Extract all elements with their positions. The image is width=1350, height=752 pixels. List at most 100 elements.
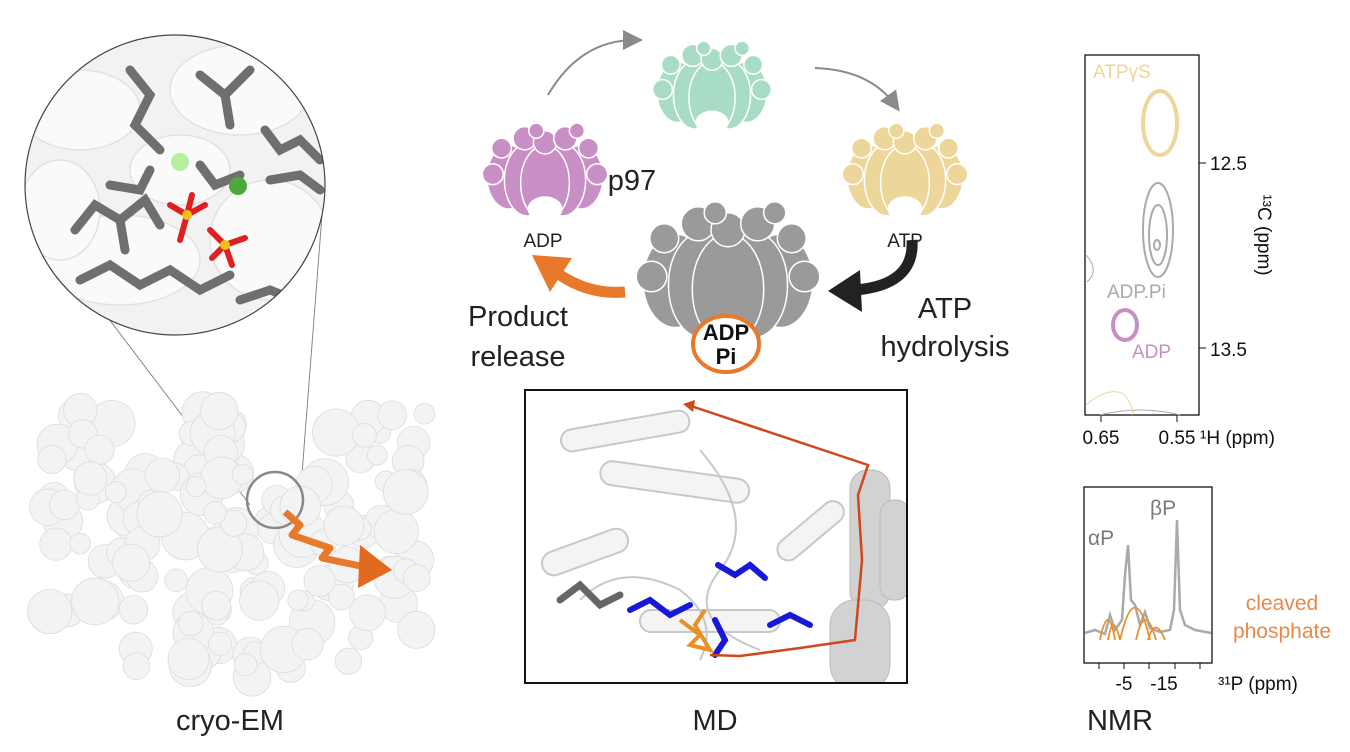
adp-pi-site bbox=[691, 314, 761, 374]
adp-state-label: ADP bbox=[523, 231, 562, 252]
release-label-line1: Product bbox=[468, 301, 568, 333]
adp-sticks bbox=[556, 580, 624, 610]
density-blob bbox=[37, 444, 67, 474]
density-blob bbox=[323, 505, 364, 546]
density-blob bbox=[118, 595, 149, 625]
density-blob bbox=[136, 491, 183, 538]
nmr-2d-spectrum: ATPγS ADP.Pi ADP 12.5 13.5 0.65 0.55 ¹H … bbox=[1083, 54, 1275, 449]
cleaved-phosphate-trace bbox=[1099, 606, 1166, 641]
nmr-label: NMR bbox=[1087, 705, 1153, 737]
ion-sphere bbox=[171, 153, 189, 171]
beta-p-label: βP bbox=[1150, 497, 1176, 520]
minor-peak bbox=[1085, 391, 1134, 416]
cleaved-label-line1: cleaved bbox=[1246, 592, 1318, 615]
release-arrow-head bbox=[532, 255, 572, 292]
density-blob bbox=[208, 631, 232, 656]
subunit-lobe bbox=[946, 163, 969, 186]
cryo-em-panel: cryo-EM bbox=[24, 34, 436, 737]
phosphate-groups bbox=[167, 192, 248, 268]
x-tick-label: -5 bbox=[1116, 674, 1133, 695]
density-blob bbox=[382, 469, 429, 515]
subunit-lobe bbox=[577, 137, 600, 159]
density-blob bbox=[164, 568, 188, 592]
exit-arrow-head bbox=[358, 545, 392, 588]
density-blob bbox=[203, 500, 227, 525]
density-blob bbox=[373, 508, 419, 554]
md-panel: MD bbox=[524, 389, 908, 737]
density-blob bbox=[185, 476, 207, 498]
subunit-lobe bbox=[703, 200, 728, 225]
p97-adp-pi-complex bbox=[635, 200, 821, 346]
density-blob bbox=[334, 647, 363, 675]
hydrolysis-label-line1: ATP bbox=[918, 293, 972, 325]
phosphate-exit-trajectory bbox=[687, 403, 870, 658]
subunit-lobe bbox=[490, 137, 513, 159]
hydrolysis-arrow-head bbox=[828, 270, 862, 312]
cleaved-label-line2: phosphate bbox=[1233, 620, 1331, 643]
nmr-1d-spectrum: αP βP cleaved phosphate -5 -15 ³¹P (ppm)… bbox=[1083, 486, 1331, 737]
alpha-p-label: αP bbox=[1088, 527, 1114, 550]
p97-label: p97 bbox=[608, 165, 656, 197]
density-blob bbox=[177, 610, 204, 637]
subunit-lobe bbox=[651, 78, 674, 101]
magnesium-ion-sphere bbox=[229, 177, 247, 195]
subunit-lobe bbox=[528, 122, 545, 139]
density-blob bbox=[232, 463, 253, 485]
density-blob bbox=[73, 461, 108, 496]
density-blob bbox=[413, 403, 436, 425]
subunit-lobe bbox=[481, 163, 504, 186]
subunit-lobe bbox=[743, 54, 764, 75]
nucleotide-pocket bbox=[527, 196, 563, 222]
adp-pi-label: ADP.Pi bbox=[1107, 282, 1166, 303]
trajectory-arrow-head bbox=[683, 400, 695, 412]
md-structure bbox=[540, 400, 906, 682]
subunit-lobe bbox=[937, 137, 960, 159]
density-blob bbox=[122, 652, 151, 680]
subunit-lobe bbox=[928, 122, 946, 139]
subunit-lobe bbox=[850, 137, 873, 159]
cryo-em-label: cryo-EM bbox=[176, 705, 284, 737]
adp-label: ADP bbox=[703, 320, 749, 345]
active-site-circle bbox=[245, 470, 305, 530]
subunit-lobe bbox=[635, 260, 668, 293]
subunit-lobe bbox=[841, 163, 864, 186]
atpgs-label: ATPγS bbox=[1093, 62, 1151, 83]
density-blob bbox=[144, 457, 181, 494]
subunit-lobe bbox=[750, 78, 773, 101]
release-arrow bbox=[556, 270, 626, 298]
adp-pi-peak bbox=[1142, 182, 1174, 278]
density-blob bbox=[220, 509, 248, 537]
hydrolysis-label-line2: hydrolysis bbox=[881, 331, 1010, 363]
y-tick-label: 12.5 bbox=[1210, 154, 1247, 175]
exit-path-arrow bbox=[282, 509, 371, 572]
x-axis-label: ³¹P (ppm) bbox=[1218, 674, 1298, 695]
density-blob bbox=[328, 583, 355, 611]
density-blob bbox=[366, 444, 388, 466]
nucleotide-pocket bbox=[695, 110, 729, 135]
nucleotide-pocket bbox=[887, 196, 923, 222]
subunit-lobe bbox=[695, 40, 712, 57]
protein-density-map bbox=[27, 391, 436, 697]
minor-peak bbox=[1099, 409, 1181, 416]
md-label: MD bbox=[692, 705, 737, 737]
density-blob bbox=[402, 564, 431, 592]
density-blob bbox=[84, 434, 115, 465]
density-blob bbox=[71, 577, 119, 626]
density-blob bbox=[167, 638, 210, 681]
adp-spectrum-label: ADP bbox=[1132, 342, 1171, 363]
subunit-lobe bbox=[888, 122, 905, 139]
p97-adp-complex bbox=[481, 122, 609, 222]
cycle-arrow-top-left bbox=[547, 30, 643, 96]
p97-apo-complex bbox=[651, 40, 773, 135]
density-blob bbox=[312, 408, 360, 457]
density-blob bbox=[234, 652, 258, 677]
cycle-arrow-top-right bbox=[814, 67, 900, 112]
hydrolysis-arrow bbox=[854, 239, 918, 296]
subunit-lobe bbox=[734, 40, 751, 57]
density-blob bbox=[352, 423, 377, 448]
arginine-sticks bbox=[627, 561, 813, 658]
density-blob bbox=[303, 565, 336, 598]
density-blob bbox=[201, 590, 232, 621]
y-axis-label: ¹³C (ppm) bbox=[1253, 194, 1274, 275]
